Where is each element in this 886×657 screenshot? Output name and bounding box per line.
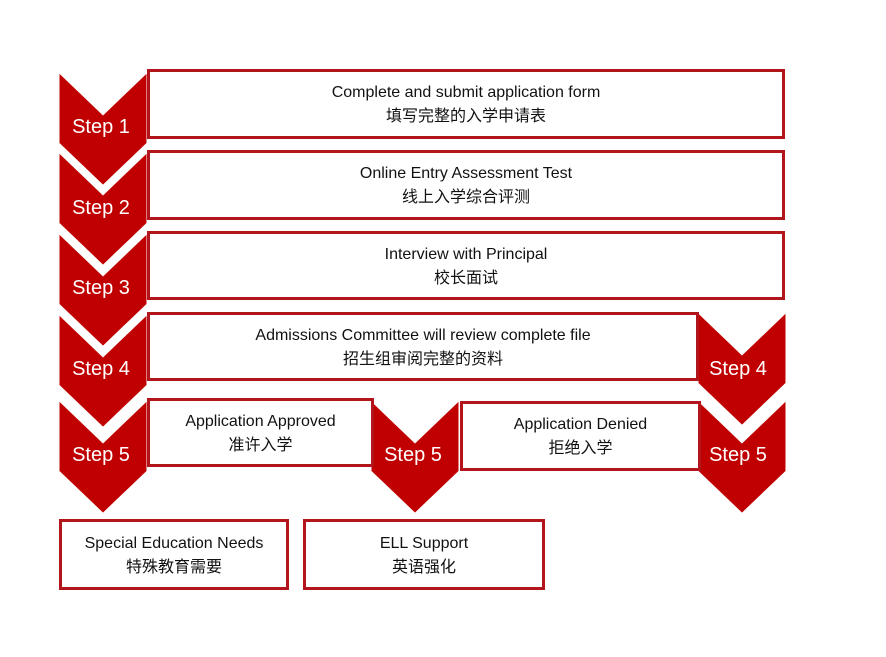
chevron-step4-left [54,304,152,434]
step2-label: Step 2 [72,197,130,219]
approved-cn: 准许入学 [228,435,293,454]
step3-box: Interview with Principal 校长面试 [147,231,785,300]
chevron-step5-right [693,390,791,520]
denied-en: Application Denied [513,416,648,433]
sped-box: Special Education Needs 特殊教育需要 [59,519,289,590]
step5-label-left: Step 5 [72,444,130,466]
step1-en: Complete and submit application form [331,84,601,101]
step4-en: Admissions Committee will review complet… [255,326,591,344]
step5-label-middle: Step 5 [384,444,442,466]
approved-en: Application Approved [185,413,336,430]
step1-box: Complete and submit application form 填写完… [147,69,785,139]
denied-cn: 拒绝入学 [548,438,613,457]
chevron-step1 [54,62,152,192]
step4-box: Admissions Committee will review complet… [147,312,699,381]
step1-label: Step 1 [72,116,130,138]
step2-box: Online Entry Assessment Test 线上入学综合评测 [147,150,785,220]
step1-cn: 填写完整的入学申请表 [385,106,546,125]
step4-label-left: Step 4 [72,358,130,380]
ell-en: ELL Support [379,534,469,552]
step4-cn: 招生组审阅完整的资料 [342,348,503,368]
step2-en: Online Entry Assessment Test [359,165,573,182]
sped-en: Special Education Needs [84,534,264,552]
step3-en: Interview with Principal [384,245,548,263]
ell-cn: 英语强化 [391,556,456,576]
step2-cn: 线上入学综合评测 [401,187,530,206]
chevron-step4-right [693,302,791,432]
chevron-step5-left [54,390,152,520]
step4-label-right: Step 4 [709,358,767,380]
approved-box: Application Approved 准许入学 [147,398,374,467]
step3-cn: 校长面试 [433,267,498,287]
chevron-step3 [54,223,152,353]
denied-box: Application Denied 拒绝入学 [460,401,701,471]
ell-box: ELL Support 英语强化 [303,519,545,590]
step5-label-right: Step 5 [709,444,767,466]
step3-label: Step 3 [72,277,130,299]
chevron-step2 [54,142,152,272]
chevron-step5-middle [366,390,464,520]
sped-cn: 特殊教育需要 [125,556,222,576]
